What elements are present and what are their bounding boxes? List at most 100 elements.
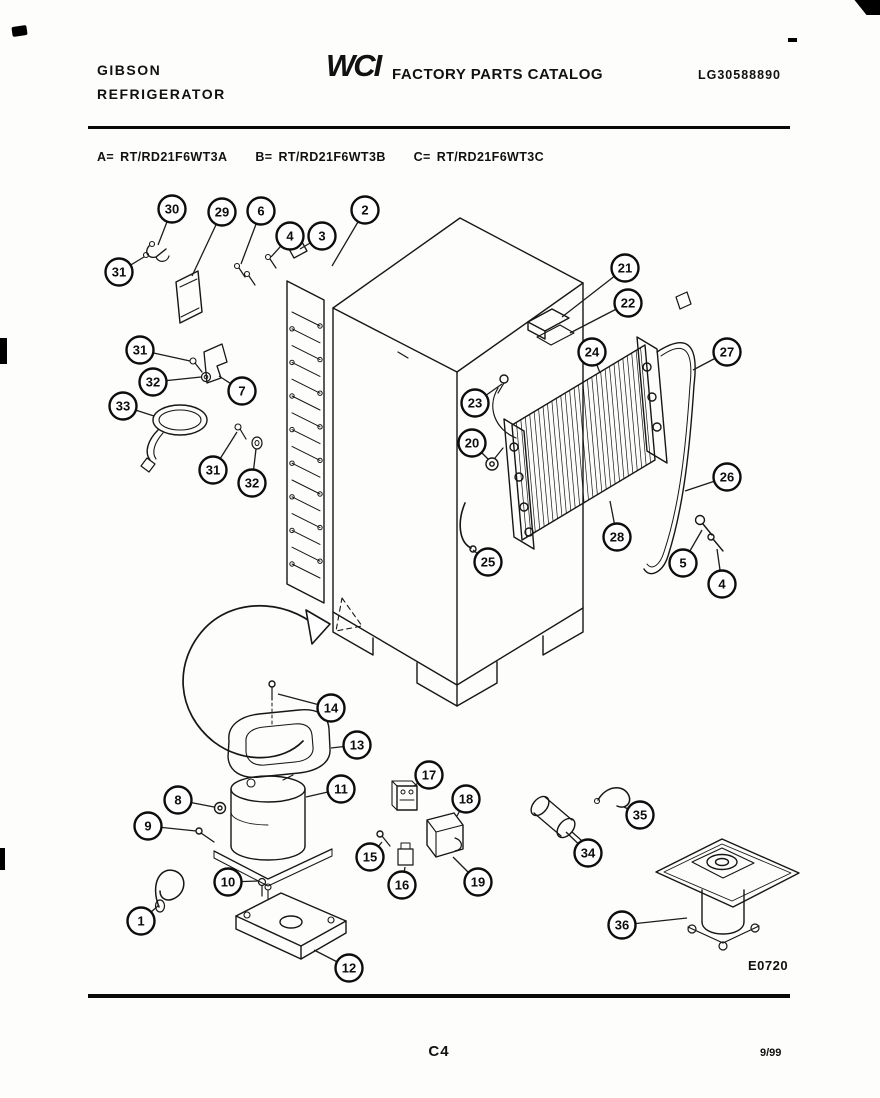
callout-label: 4 <box>286 229 294 244</box>
callout-label: 33 <box>116 399 130 414</box>
condenser-back-panel <box>286 280 325 604</box>
model-b: B=RT/RD21F6WT3B <box>255 150 385 164</box>
evaporator-coil <box>503 336 668 550</box>
callout-19 <box>463 867 493 897</box>
callout-23 <box>460 388 490 418</box>
callout-label: 13 <box>350 738 364 753</box>
callout-label: 10 <box>221 875 235 890</box>
callout-label: 8 <box>174 793 181 808</box>
scan-artifact <box>11 25 28 37</box>
catalog-title: FACTORY PARTS CATALOG <box>392 66 604 83</box>
callout-label: 30 <box>165 202 179 217</box>
callout-12 <box>334 953 364 983</box>
callout-17 <box>414 760 444 790</box>
callout-32 <box>138 367 168 397</box>
callout-label: 9 <box>144 819 151 834</box>
footer-divider <box>88 994 790 998</box>
callout-32 <box>237 468 267 498</box>
callout-27 <box>712 337 742 367</box>
callout-label: 26 <box>720 470 734 485</box>
callout-11 <box>326 774 356 804</box>
model-a-number: RT/RD21F6WT3A <box>120 150 228 164</box>
callout-34 <box>573 838 603 868</box>
scan-artifact <box>0 338 7 364</box>
model-c-prefix: C= <box>413 150 431 164</box>
model-c: C= RT/RD21F6WT3C <box>414 150 544 164</box>
callout-label: 21 <box>618 261 632 276</box>
callout-label: 23 <box>468 396 482 411</box>
rotation-arrow <box>182 604 331 759</box>
callout-31 <box>125 335 155 365</box>
callout-label: 31 <box>206 463 220 478</box>
fan-motor-assembly <box>655 838 800 951</box>
callout-label: 24 <box>585 345 600 360</box>
callout-label: 16 <box>395 878 409 893</box>
callout-16 <box>387 870 417 900</box>
callout-label: 27 <box>720 345 734 360</box>
callout-label: 34 <box>581 846 596 861</box>
callout-30 <box>157 194 187 224</box>
callout-label: 1 <box>137 914 144 929</box>
model-b-prefix: B= <box>255 150 273 164</box>
revision-date: 9/99 <box>760 1047 782 1059</box>
brand-name: GIBSON <box>97 62 162 78</box>
callout-9 <box>133 811 163 841</box>
callout-label: 25 <box>481 555 495 570</box>
refrigerant-tube <box>643 291 696 575</box>
callout-6 <box>246 196 276 226</box>
callout-label: 14 <box>324 701 339 716</box>
callout-label: 22 <box>621 296 635 311</box>
callout-14 <box>316 693 346 723</box>
header-divider <box>88 126 790 129</box>
callout-21 <box>610 253 640 283</box>
evaporator-fittings <box>459 308 724 553</box>
document-number: LG30588890 <box>698 68 781 82</box>
callout-label: 17 <box>422 768 436 783</box>
model-c-number: RT/RD21F6WT3C <box>436 150 545 164</box>
refrigerator-cabinet <box>332 217 584 707</box>
callout-1 <box>126 906 156 936</box>
upper-left-hardware <box>140 240 308 473</box>
callout-label: 28 <box>610 530 624 545</box>
callout-29 <box>207 197 237 227</box>
scan-artifact <box>788 38 797 42</box>
callout-label: 5 <box>679 556 686 571</box>
callout-label: 31 <box>112 265 126 280</box>
callout-26 <box>712 462 742 492</box>
callout-10 <box>213 867 243 897</box>
wci-logo: WCI <box>326 48 382 83</box>
callout-label: 11 <box>334 782 348 797</box>
callout-label: 31 <box>133 343 147 358</box>
compressor-assembly <box>154 680 347 960</box>
scan-artifact <box>0 848 5 870</box>
callout-label: 15 <box>363 850 377 865</box>
callout-4 <box>707 569 737 599</box>
callout-18 <box>451 784 481 814</box>
callout-31 <box>104 257 134 287</box>
callout-33 <box>108 391 138 421</box>
callout-25 <box>473 547 503 577</box>
callout-20 <box>457 428 487 458</box>
diagram-code: E0720 <box>748 958 789 973</box>
callout-15 <box>355 842 385 872</box>
callout-label: 2 <box>361 203 368 218</box>
model-a: A=RT/RD21F6WT3A <box>97 150 227 164</box>
callout-24 <box>577 337 607 367</box>
brand-product: REFRIGERATOR <box>97 86 226 102</box>
callout-label: 29 <box>215 205 229 220</box>
page-number: C4 <box>428 1043 450 1060</box>
callout-label: 12 <box>342 961 356 976</box>
callout-label: 32 <box>146 375 160 390</box>
model-list: A=RT/RD21F6WT3A B=RT/RD21F6WT3B C= RT/RD2… <box>97 150 568 164</box>
relay-assembly <box>376 780 464 866</box>
callout-label: 19 <box>471 875 485 890</box>
callout-35 <box>625 800 655 830</box>
callout-5 <box>668 548 698 578</box>
callout-28 <box>602 522 632 552</box>
callout-label: 4 <box>718 577 726 592</box>
callout-label: 20 <box>465 436 479 451</box>
callout-22 <box>613 288 643 318</box>
callout-label: 3 <box>318 229 325 244</box>
